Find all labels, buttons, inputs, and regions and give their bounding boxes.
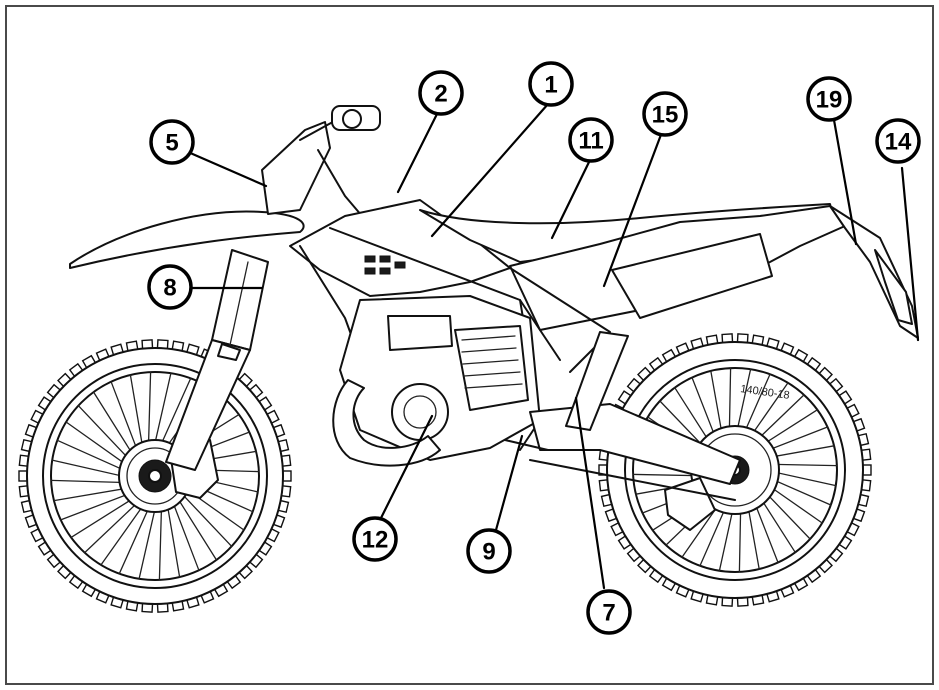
rear-tyre-tread [598, 333, 872, 607]
drive-chain [529, 459, 736, 501]
tread-block [282, 470, 292, 482]
tail-light [874, 249, 913, 325]
callout-7-label: 7 [602, 600, 615, 627]
leader-lines [186, 102, 920, 590]
leader-12 [378, 414, 434, 522]
rear-shock [565, 331, 629, 431]
leader-11 [550, 158, 592, 240]
clutch-cover [391, 383, 449, 441]
rear-tyre-marking: 140/80-18 [740, 383, 791, 402]
callout-1: 1 [528, 61, 574, 107]
leader-2 [396, 110, 440, 194]
footpeg [504, 439, 549, 451]
callout-5-label: 5 [165, 130, 178, 157]
callout-1-label: 1 [544, 72, 557, 99]
leader-15 [602, 130, 664, 288]
front-fender [69, 210, 305, 269]
shroud-vents [364, 255, 406, 275]
callout-5: 5 [149, 119, 195, 165]
callout-14: 14 [875, 118, 921, 164]
callout-9: 9 [466, 528, 512, 574]
diagram-border [5, 5, 934, 685]
exhaust-pipe [332, 379, 441, 467]
leader-9 [494, 434, 524, 532]
leader-19 [832, 118, 858, 246]
engine [339, 295, 541, 461]
callout-15-label: 15 [652, 102, 679, 129]
callout-9-label: 9 [482, 539, 495, 566]
leader-5 [186, 150, 268, 188]
radiator-shroud [289, 199, 511, 297]
callout-8: 8 [147, 264, 193, 310]
silencer [611, 233, 773, 319]
callout-19-label: 19 [816, 87, 843, 114]
front-wheel [18, 339, 292, 613]
tread-block [18, 470, 28, 482]
callout-19: 19 [806, 76, 852, 122]
leader-7 [574, 396, 606, 590]
callout-12: 12 [352, 516, 398, 562]
callout-8-label: 8 [163, 275, 176, 302]
callout-7: 7 [586, 589, 632, 635]
callout-14-label: 14 [885, 129, 912, 156]
callout-11-label: 11 [578, 128, 603, 155]
headlight-mask [261, 121, 331, 215]
front-fork [165, 249, 269, 471]
leader-14 [900, 166, 920, 342]
callout-2-label: 2 [434, 81, 447, 108]
handlebar [299, 105, 381, 217]
callout-2: 2 [418, 70, 464, 116]
rear-brake-caliper [664, 477, 716, 531]
callout-12-label: 12 [362, 527, 389, 554]
callout-11: 11 [568, 117, 614, 163]
callout-15: 15 [642, 91, 688, 137]
tread-block [862, 464, 872, 476]
leader-1 [430, 102, 550, 238]
